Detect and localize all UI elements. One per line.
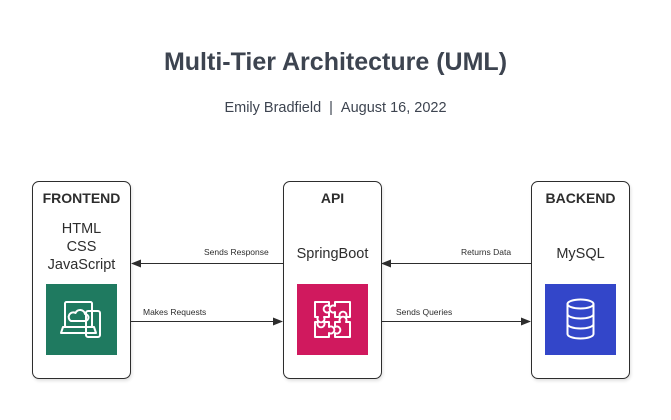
label-sends-response: Sends Response xyxy=(204,247,269,257)
diagram-title: Multi-Tier Architecture (UML) xyxy=(163,48,508,76)
frontend-tier[interactable]: FRONTEND HTML CSS JavaScript xyxy=(32,181,131,379)
tech-css: CSS xyxy=(66,239,97,255)
frontend-technologies: HTML CSS JavaScript xyxy=(33,220,130,274)
api-technologies: SpringBoot xyxy=(284,245,381,263)
backend-heading: BACKEND xyxy=(545,190,616,206)
backend-technologies: MySQL xyxy=(532,245,629,263)
frontend-heading: FRONTEND xyxy=(42,190,121,206)
api-tier[interactable]: API SpringBoot xyxy=(283,181,382,379)
label-returns-data: Returns Data xyxy=(461,247,512,257)
tech-html: HTML xyxy=(61,221,102,237)
author-name: Emily Bradfield xyxy=(224,100,322,116)
tech-mysql: MySQL xyxy=(556,246,605,262)
tech-javascript: JavaScript xyxy=(47,257,116,273)
tech-springboot: SpringBoot xyxy=(296,246,369,262)
cloud-desktop-icon xyxy=(46,284,117,355)
label-sends-queries: Sends Queries xyxy=(396,307,453,317)
diagram-subtitle: Emily Bradfield | August 16, 2022 xyxy=(0,100,671,116)
label-makes-requests: Makes Requests xyxy=(143,307,207,317)
subtitle-separator: | xyxy=(329,100,333,116)
api-heading: API xyxy=(320,190,345,206)
diagram-date: August 16, 2022 xyxy=(340,100,447,116)
backend-tier[interactable]: BACKEND MySQL xyxy=(531,181,630,379)
database-icon xyxy=(545,284,616,355)
puzzle-icon xyxy=(297,284,368,355)
